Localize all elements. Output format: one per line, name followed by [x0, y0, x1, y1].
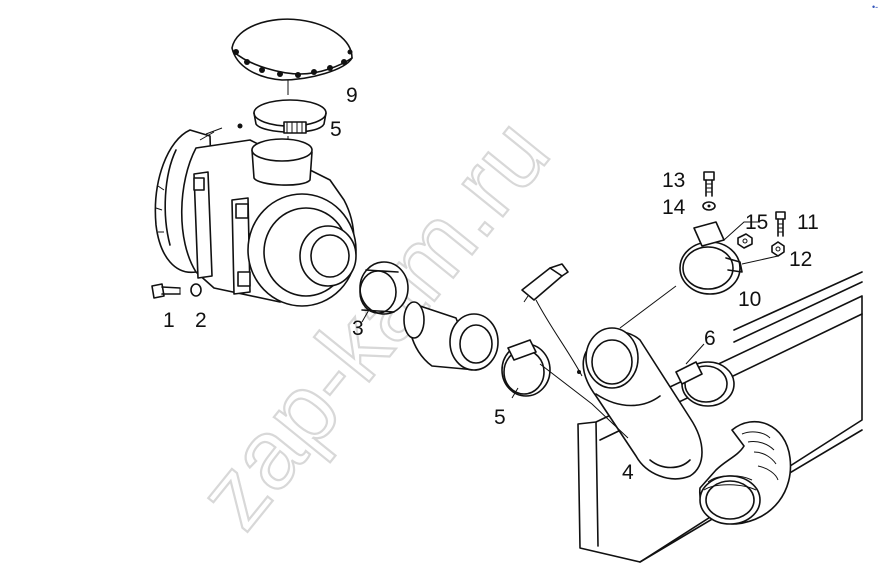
part-5-lower-hose-clamp: [501, 339, 551, 397]
part-3-coupling-ring: [359, 261, 409, 315]
leader-6: [685, 343, 705, 365]
callout-6: 6: [704, 327, 716, 350]
air-filter-housing: [154, 123, 357, 307]
callout-10: 10: [738, 288, 761, 311]
leader-12: [741, 255, 779, 265]
part-12-nut: [771, 241, 785, 257]
leader-4-lower: [539, 363, 629, 439]
part-4-intake-pipe: [582, 327, 703, 480]
hose-adapter-sleeve: [403, 301, 499, 371]
part-5-upper-hose-clamp: [253, 99, 327, 134]
sensor-lead: [535, 299, 583, 377]
part-10-band-clamp: [679, 221, 743, 295]
callout-5-lower: 5: [494, 406, 506, 429]
callout-3: 3: [352, 317, 364, 340]
callout-labels: 9 5 1 2 3 5 4 6 10 13 14 15 11 12: [163, 84, 819, 484]
part-14-washer: [702, 201, 716, 211]
part-15-nut: [737, 233, 753, 249]
leader-part-10-to-pipe: [619, 285, 677, 329]
callout-9: 9: [346, 84, 358, 107]
callout-14: 14: [662, 196, 686, 219]
callout-11: 11: [797, 211, 819, 234]
callout-4: 4: [622, 461, 634, 484]
part-9-filter-cap: [231, 18, 353, 81]
part-6-hose-clamp: [675, 361, 735, 407]
corner-mark: •-: [872, 2, 878, 12]
callout-13: 13: [662, 169, 685, 192]
part-1-bolt: [151, 283, 181, 299]
leader-5-lower: [511, 387, 519, 399]
corrugated-hose: [699, 420, 792, 525]
part-11-bolt: [775, 211, 786, 237]
callout-12: 12: [789, 248, 812, 271]
leader-3: [361, 307, 371, 323]
sensor-plug: [521, 263, 569, 303]
callout-15: 15: [745, 211, 768, 234]
part-13-bolt: [703, 171, 715, 197]
callout-5-upper: 5: [330, 118, 342, 141]
sensor-lead-end: [577, 370, 581, 374]
part-2-washer: [190, 283, 202, 297]
callout-1: 1: [163, 309, 175, 332]
callout-2: 2: [195, 309, 207, 332]
leader-15: [723, 221, 760, 241]
